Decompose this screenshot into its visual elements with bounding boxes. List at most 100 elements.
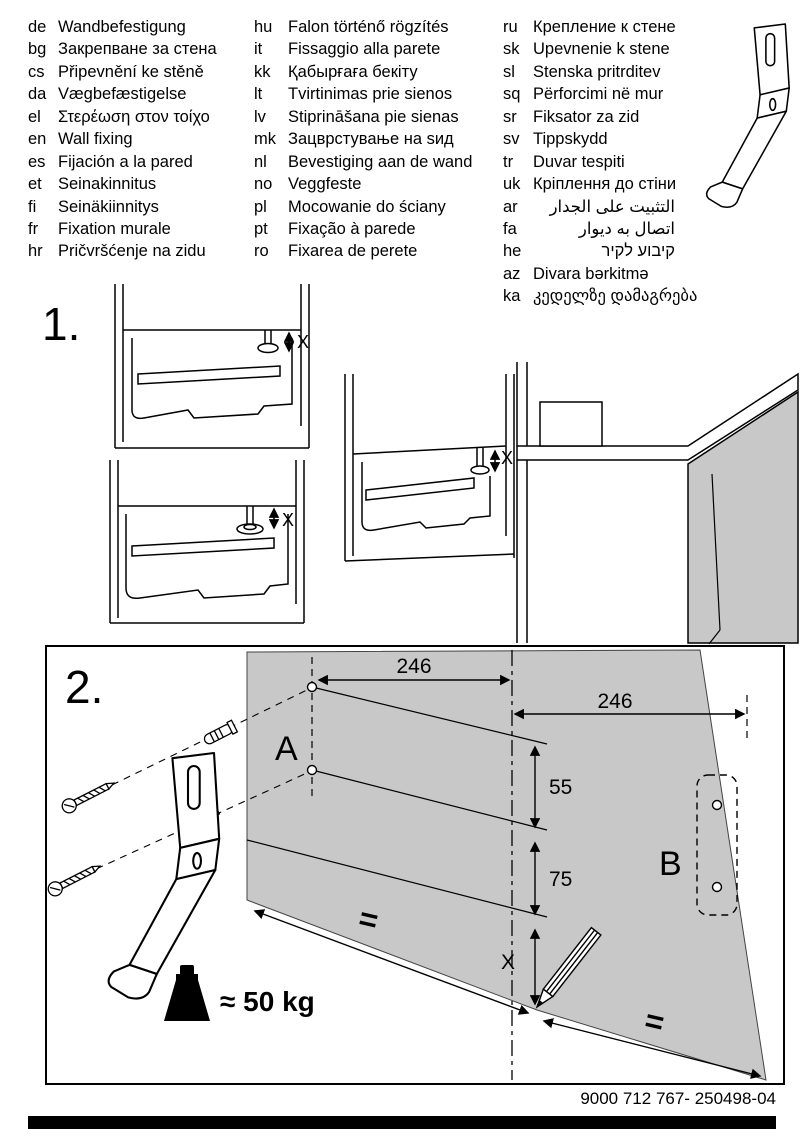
dim-246-right: 246 xyxy=(597,690,632,713)
language-code: nl xyxy=(254,152,267,171)
hole-b-label: B xyxy=(659,845,682,883)
language-text: Vægbefæstigelse xyxy=(58,85,187,104)
language-text: Fixation murale xyxy=(58,219,171,238)
pencil-reference-lines xyxy=(246,686,548,918)
language-text: Fiksator za zid xyxy=(533,107,640,126)
language-code: no xyxy=(254,175,273,194)
dimension-arrows xyxy=(253,674,762,1079)
language-row: sl Stenska pritrditev xyxy=(503,61,675,83)
language-code: sk xyxy=(503,40,520,59)
language-text: Seinakinnitus xyxy=(58,175,157,194)
language-column-2: hu Falon történő rögzítés it Fissaggio a… xyxy=(254,16,499,263)
step1-dim-x-3: X xyxy=(501,448,513,468)
language-row: uk Кріплення до стіни xyxy=(503,173,676,195)
hole-a-bottom xyxy=(306,764,318,776)
countertop-diagram xyxy=(516,362,799,645)
language-text: Pričvršćenje na zidu xyxy=(58,242,206,261)
language-row: fa اتصال به ديوار xyxy=(503,218,675,240)
language-text: Στερέωση στον τοίχο xyxy=(58,107,210,126)
language-code: ru xyxy=(503,18,518,36)
hole-b-bottom xyxy=(711,881,723,893)
language-text: Mocowanie do ściany xyxy=(288,197,446,216)
step1-dim-x-2: X xyxy=(282,510,294,530)
language-code: az xyxy=(503,264,521,283)
language-row: it Fissaggio alla parete xyxy=(254,38,499,60)
language-row: sq Përforcimi në mur xyxy=(503,83,675,105)
language-code: sq xyxy=(503,85,521,104)
language-code: bg xyxy=(28,40,47,59)
hole-b-outline xyxy=(696,774,738,916)
language-text: Закрепване за стена xyxy=(58,40,217,59)
language-text: Upevnenie k stene xyxy=(533,40,670,59)
language-row: ro Fixarea de perete xyxy=(254,240,499,262)
language-row: he קיבוע לקיר xyxy=(503,240,675,262)
language-row: hu Falon történő rögzítés xyxy=(254,16,499,38)
language-text: Fijación a la pared xyxy=(58,152,193,171)
appliance-foot-diagram-2 xyxy=(109,460,305,624)
language-row: ar التثبيت على الجدار xyxy=(503,196,675,218)
language-text: Përforcimi në mur xyxy=(533,85,664,104)
language-code: kk xyxy=(254,62,271,81)
dim-75: 75 xyxy=(549,868,572,891)
dim-x: X xyxy=(501,951,515,974)
language-column-3: ru Крепление к стене sk Upevnenie k sten… xyxy=(503,16,697,308)
language-row: az Divara bərkitmə xyxy=(503,263,675,285)
language-text: Seinäkiinnitys xyxy=(58,197,159,216)
language-row: nl Bevestiging aan de wand xyxy=(254,151,499,173)
language-text: Wall fixing xyxy=(58,130,133,149)
language-text: Stiprināšana pie sienas xyxy=(288,107,459,126)
weight-icon xyxy=(164,965,210,1021)
step2-drawing: 2. A B xyxy=(47,649,767,1081)
language-code: de xyxy=(28,18,47,36)
language-code: hu xyxy=(254,18,273,36)
language-code: ka xyxy=(503,287,521,306)
language-row: el Στερέωση στον τοίχο xyxy=(28,106,228,128)
language-text: კედელზე დამაგრება xyxy=(533,287,698,306)
language-text: Tippskydd xyxy=(533,130,608,149)
language-text: Stenska pritrditev xyxy=(533,62,661,81)
language-row: tr Duvar tespiti xyxy=(503,151,675,173)
language-code: uk xyxy=(503,175,521,194)
language-code: pt xyxy=(254,219,268,238)
language-text: Falon történő rögzítés xyxy=(288,18,449,36)
language-row: no Veggfeste xyxy=(254,173,499,195)
language-text: Зацврстување на ѕид xyxy=(288,130,454,149)
language-translations: de Wandbefestigung bg Закрепване за стен… xyxy=(28,16,788,326)
language-code: fa xyxy=(503,219,517,238)
language-row: hr Pričvršćenje na zidu xyxy=(28,240,228,262)
step1-number: 1. xyxy=(42,298,80,350)
language-row: bg Закрепване за стена xyxy=(28,38,228,60)
language-row: fi Seinäkiinnitys xyxy=(28,196,228,218)
language-text: Divara bərkitmə xyxy=(533,264,649,283)
dim-246-left: 246 xyxy=(396,655,431,678)
language-code: et xyxy=(28,175,42,194)
language-text: Připevnění ke stěně xyxy=(58,62,204,81)
language-row: fr Fixation murale xyxy=(28,218,228,240)
language-code: fi xyxy=(28,197,37,216)
language-text: Bevestiging aan de wand xyxy=(288,152,473,171)
language-code: pl xyxy=(254,197,267,216)
step2-number: 2. xyxy=(65,661,103,713)
language-row: pt Fixação à parede xyxy=(254,218,499,240)
language-code: sr xyxy=(503,107,517,126)
footer-bar xyxy=(28,1116,776,1129)
language-row: en Wall fixing xyxy=(28,128,228,150)
language-row: ka კედელზე დამაგრება xyxy=(503,285,697,307)
language-row: sk Upevnenie k stene xyxy=(503,38,675,60)
language-code: mk xyxy=(254,130,276,149)
language-row: kk Қабырғаға бекіту xyxy=(254,61,499,83)
language-row: sv Tippskydd xyxy=(503,128,675,150)
language-row: da Vægbefæstigelse xyxy=(28,83,228,105)
language-row: es Fijación a la pared xyxy=(28,151,228,173)
hole-a-label: A xyxy=(275,730,298,768)
language-text: التثبيت على الجدار xyxy=(549,197,675,216)
language-text: Duvar tespiti xyxy=(533,152,625,171)
step2-panel: 2. A B xyxy=(45,645,785,1085)
language-code: el xyxy=(28,107,41,126)
language-row: ru Крепление к стене xyxy=(503,16,676,38)
screw-bottom xyxy=(47,865,102,897)
language-code: sv xyxy=(503,130,520,149)
wall-bracket-large xyxy=(107,751,221,1000)
language-code: it xyxy=(254,40,263,59)
